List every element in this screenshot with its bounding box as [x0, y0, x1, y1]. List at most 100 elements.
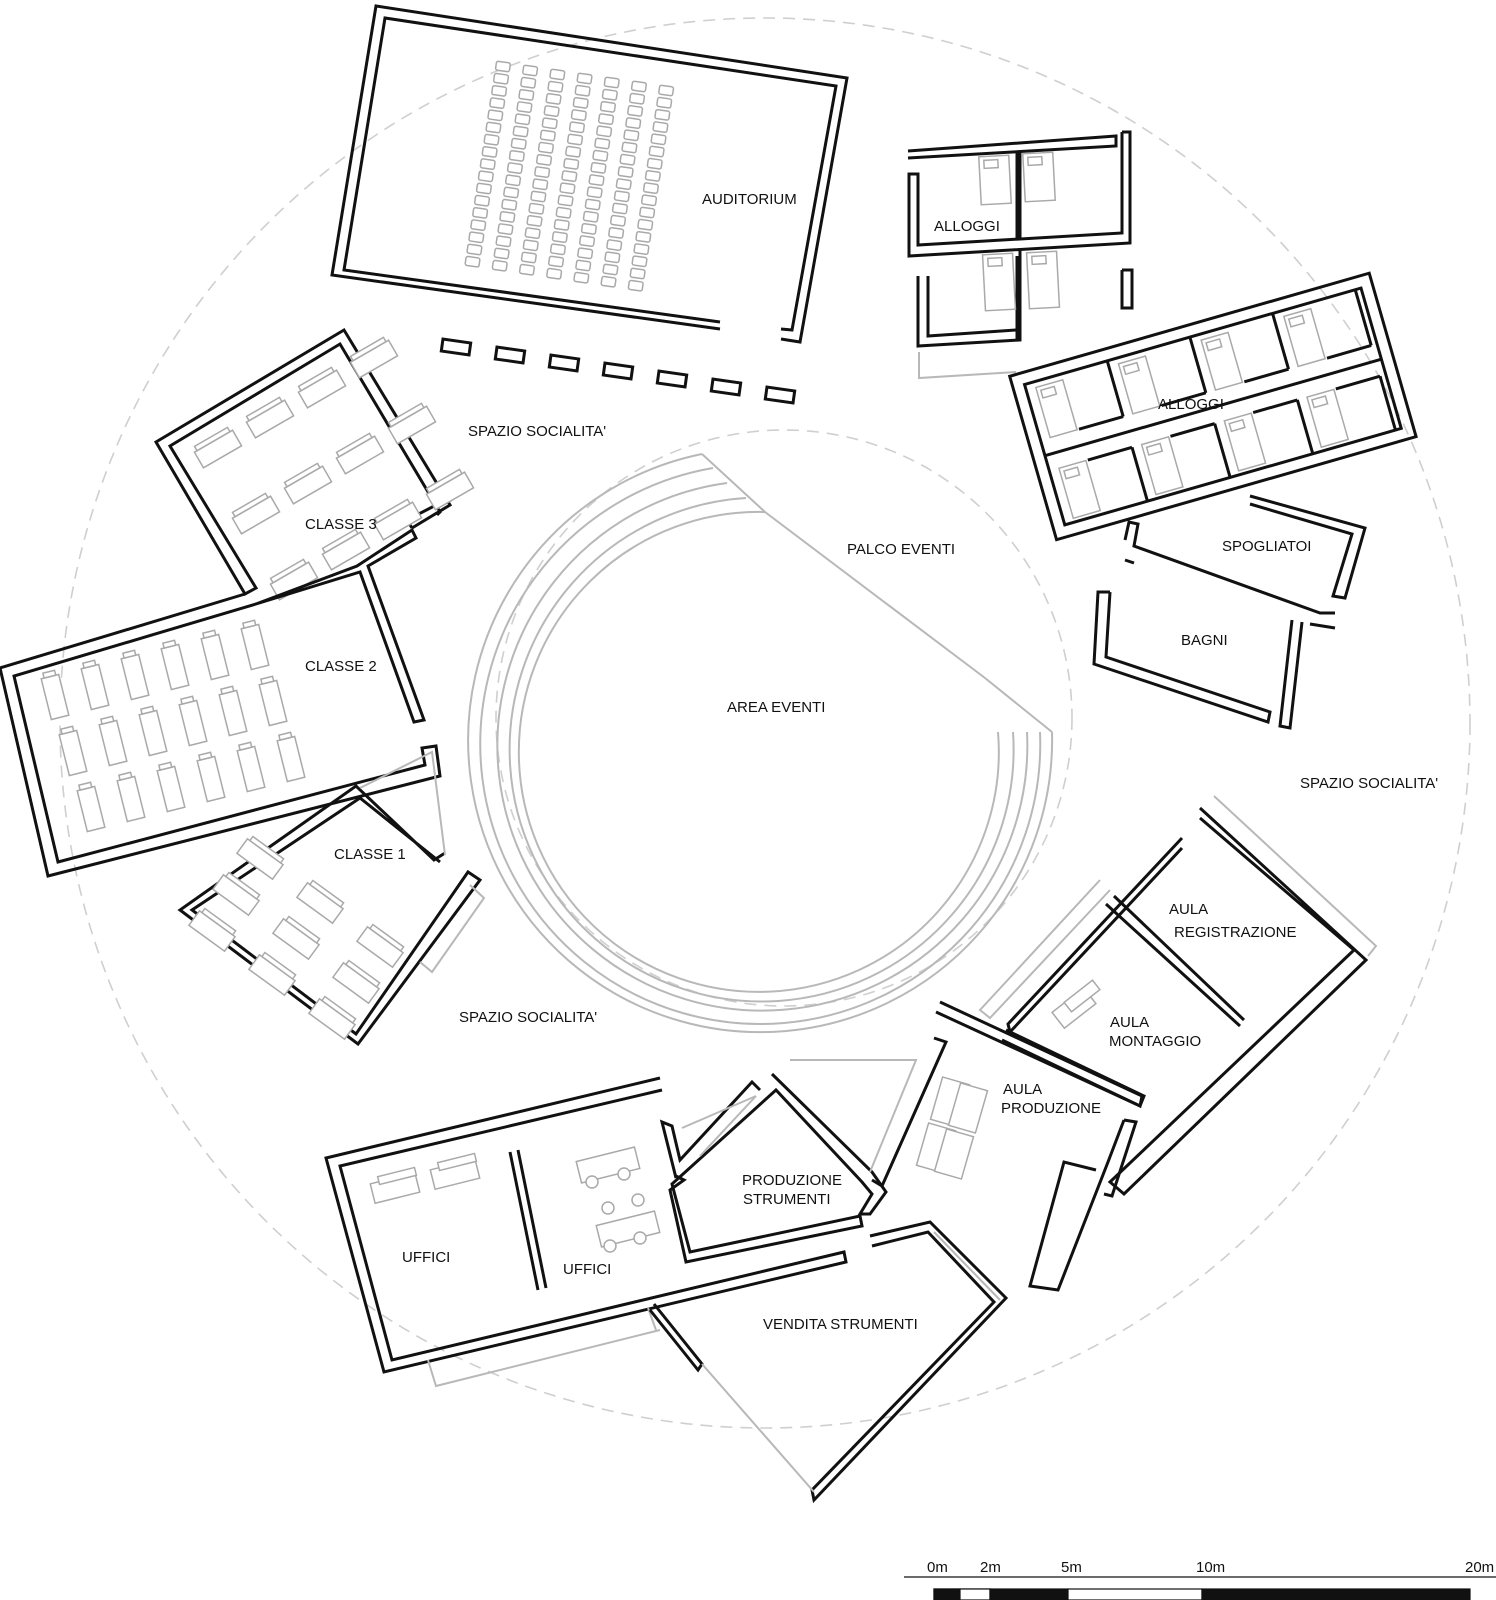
label-uffici-2: UFFICI [563, 1261, 611, 1278]
auditorium-seat [559, 182, 576, 195]
chair [321, 528, 359, 554]
auditorium-seating [464, 60, 675, 292]
auditorium-seat [464, 255, 481, 268]
chair [241, 619, 257, 629]
chair [193, 426, 231, 452]
chair [99, 715, 115, 725]
auditorium-seat [520, 251, 537, 264]
auditorium-seat [561, 170, 578, 183]
auditorium-seat [637, 218, 654, 231]
auditorium-seat [617, 165, 634, 178]
bed [1282, 307, 1326, 368]
auditorium-seat [597, 113, 615, 126]
chair [320, 995, 357, 1024]
auditorium-seat [656, 96, 673, 109]
auditorium-seat [543, 105, 560, 118]
desk [40, 673, 70, 721]
vendita-strumenti-room [648, 1220, 1009, 1504]
scale-label-20: 20m [1465, 1559, 1494, 1576]
auditorium-seat [555, 206, 572, 219]
auditorium-seat [547, 80, 564, 93]
auditorium-seat [491, 259, 508, 272]
label-aula-produzione-2: PRODUZIONE [1001, 1100, 1101, 1117]
pillow [1310, 395, 1329, 409]
auditorium-seat [609, 214, 627, 227]
chair [121, 649, 137, 659]
pillow [1205, 338, 1223, 352]
auditorium-seat [516, 101, 533, 114]
auditorium-seat [535, 153, 553, 166]
auditorium-seat [475, 182, 492, 195]
auditorium-seat [549, 68, 566, 81]
auditorium-seat [551, 231, 568, 244]
chair [59, 725, 75, 735]
label-uffici-1: UFFICI [402, 1249, 450, 1266]
auditorium-seat [503, 186, 520, 199]
chair [201, 629, 217, 639]
auditorium-seat [588, 174, 605, 187]
auditorium-seat [644, 169, 661, 182]
chair [197, 751, 213, 761]
bed [1034, 378, 1078, 439]
scale-bar-segments [933, 1588, 1471, 1600]
auditorium-seat [592, 149, 609, 162]
alloggi-partition [1271, 312, 1290, 370]
auditorium-seat [639, 206, 656, 219]
desk [116, 775, 146, 823]
auditorium-seat [501, 198, 518, 211]
produzione-strumenti-room [659, 1036, 949, 1264]
auditorium-seat [510, 137, 527, 150]
auditorium-seat [522, 64, 539, 77]
alloggi-partition [1335, 374, 1381, 391]
auditorium-seat [549, 243, 566, 256]
desk [80, 663, 110, 711]
chair [224, 871, 261, 900]
outer-guide-circle [59, 17, 1471, 1429]
auditorium-seat [635, 230, 652, 243]
auditorium-seat [518, 263, 535, 276]
auditorium-seat [652, 121, 669, 134]
alloggi-top-room [907, 130, 1134, 380]
label-aula-montaggio-2: MONTAGGIO [1109, 1033, 1201, 1050]
label-classe-2: CLASSE 2 [305, 658, 377, 675]
auditorium-seat [600, 275, 617, 288]
desk [240, 623, 270, 671]
aula-produzione-desks [915, 1076, 989, 1180]
auditorium-seat [650, 133, 667, 146]
alloggi-partition [1087, 445, 1133, 462]
auditorium-seat [654, 108, 671, 121]
auditorium-seat [483, 133, 500, 146]
auditorium-seat [578, 235, 596, 248]
auditorium-seat [615, 178, 632, 191]
scale-segment [989, 1588, 1069, 1600]
label-alloggi-top: ALLOGGI [934, 218, 1000, 235]
chair [248, 835, 285, 864]
bed [1200, 331, 1244, 392]
auditorium-seat [472, 206, 489, 219]
area-eventi [467, 453, 1054, 1034]
classe2-room [0, 527, 442, 878]
chair [283, 462, 321, 488]
auditorium-seat [506, 162, 523, 175]
desk [58, 729, 88, 777]
column-row [439, 337, 797, 405]
auditorium-seat [491, 84, 508, 97]
auditorium-seat [493, 247, 510, 260]
auditorium-seat [586, 186, 603, 199]
auditorium-seat [627, 104, 644, 117]
bed [1223, 412, 1267, 472]
auditorium-seat [537, 141, 554, 154]
auditorium-seat [557, 194, 574, 207]
alloggi-right-room [1007, 271, 1418, 542]
auditorium-seat [512, 125, 529, 138]
auditorium-seat [489, 97, 506, 110]
scale-label-0: 0m [927, 1559, 948, 1576]
label-produzione-strumenti-2: STRUMENTI [743, 1191, 831, 1208]
auditorium-seat [479, 158, 496, 171]
auditorium-room [330, 4, 849, 344]
auditorium-seat [604, 251, 621, 264]
chair [77, 781, 93, 791]
auditorium-seat [621, 141, 638, 154]
auditorium-seat [492, 72, 510, 85]
label-bagni: BAGNI [1181, 632, 1228, 649]
